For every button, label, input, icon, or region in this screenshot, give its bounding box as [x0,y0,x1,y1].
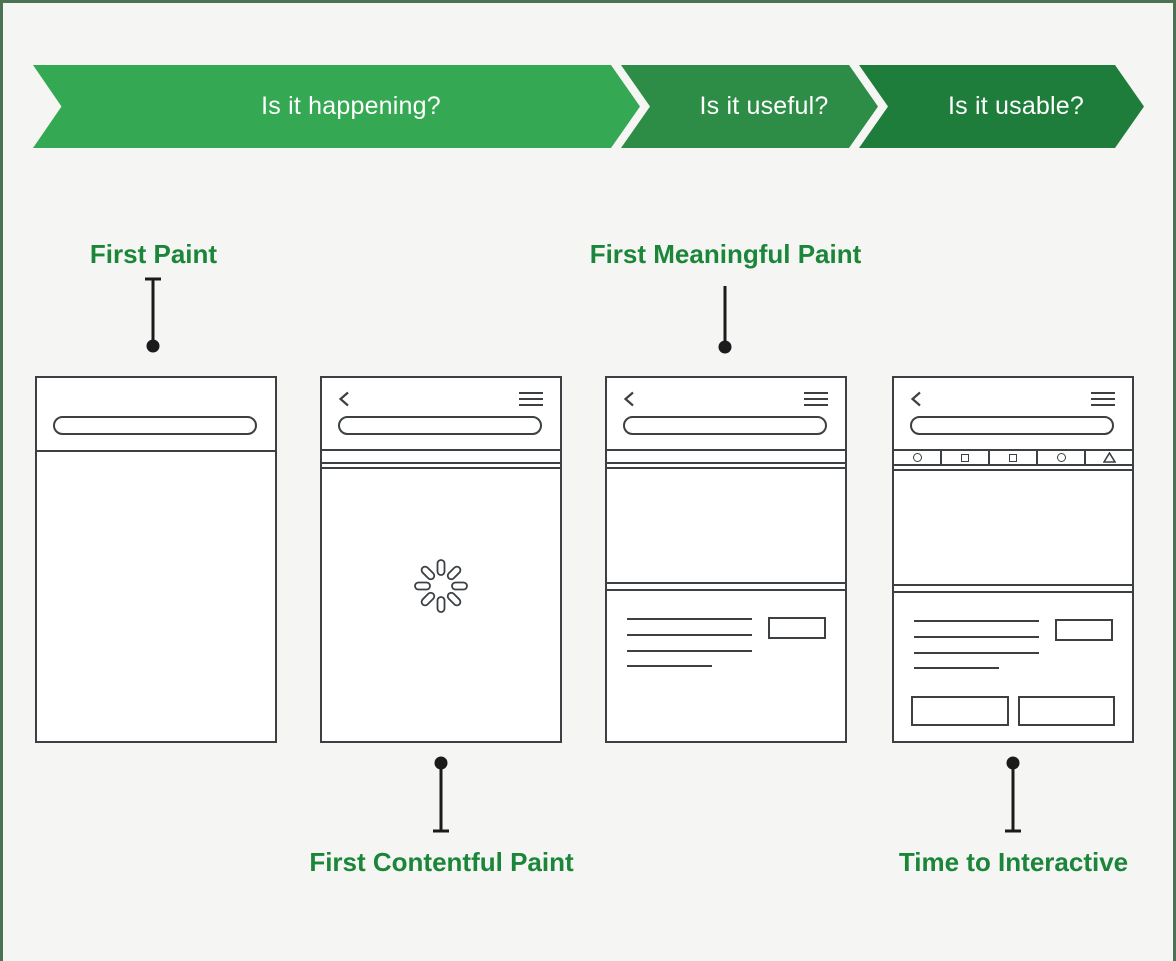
hero-block [607,469,845,584]
phone-mockup-first-contentful-paint [320,376,562,743]
text-line [914,652,1039,654]
url-bar [910,416,1114,435]
banner-shape-useful [621,65,878,148]
browser-header [37,378,275,452]
square-icon [990,451,1038,464]
content-top-edge [607,589,845,591]
text-line [914,667,999,669]
blank-page-body [37,452,275,741]
hamburger-menu-icon [519,392,543,410]
triangle-icon [1086,451,1132,464]
phone-mockup-time-to-interactive [892,376,1134,743]
hamburger-menu-icon [1091,392,1115,410]
back-chevron-icon [910,391,921,407]
back-chevron-icon [623,391,634,407]
loading-page-body [322,469,560,741]
text-line [914,620,1039,622]
connector-time-to-interactive [1005,756,1021,833]
funnel-banners [33,65,1144,148]
browser-header [322,378,560,451]
phone-mockup-first-meaningful-paint [605,376,847,743]
page-top-edge [322,467,560,469]
label-first-contentful-paint: First Contentful Paint [309,847,574,877]
content-section [894,593,1132,741]
url-bar [53,416,257,435]
button-placeholder [1055,619,1113,641]
square-icon [942,451,990,464]
empty-tab-strip [322,451,560,464]
banner-label-useful: Is it useful? [699,92,829,120]
browser-header [607,378,845,451]
circle-icon [1038,451,1086,464]
action-button-placeholder [911,696,1009,726]
connector-first-meaningful-paint [718,286,732,354]
banner-shape-happening [33,65,640,148]
label-first-meaningful-paint: First Meaningful Paint [589,239,862,269]
label-first-paint: First Paint [89,239,218,269]
banner-label-usable: Is it usable? [947,92,1084,120]
text-line [627,634,752,636]
banner-label-happening: Is it happening? [261,92,441,120]
page-top-edge [607,467,845,469]
circle-icon [894,451,942,464]
connector-first-paint [145,277,161,353]
text-line [627,618,752,620]
hero-block [894,471,1132,586]
loading-spinner-icon [414,559,468,613]
back-chevron-icon [338,391,349,407]
label-time-to-interactive: Time to Interactive [898,847,1129,877]
text-line [627,665,712,667]
tti-toolbar [894,451,1132,466]
browser-header [894,378,1132,451]
page-top-edge [894,469,1132,471]
content-section [607,591,845,741]
banner-shape-usable [859,65,1144,148]
empty-tab-strip [607,451,845,464]
content-top-edge [894,591,1132,593]
action-button-placeholder [1018,696,1115,726]
button-placeholder [768,617,826,639]
hamburger-menu-icon [804,392,828,410]
text-line [914,636,1039,638]
text-line [627,650,752,652]
phone-mockup-first-paint [35,376,277,743]
url-bar [338,416,542,435]
connector-first-contentful-paint [433,756,449,833]
url-bar [623,416,827,435]
